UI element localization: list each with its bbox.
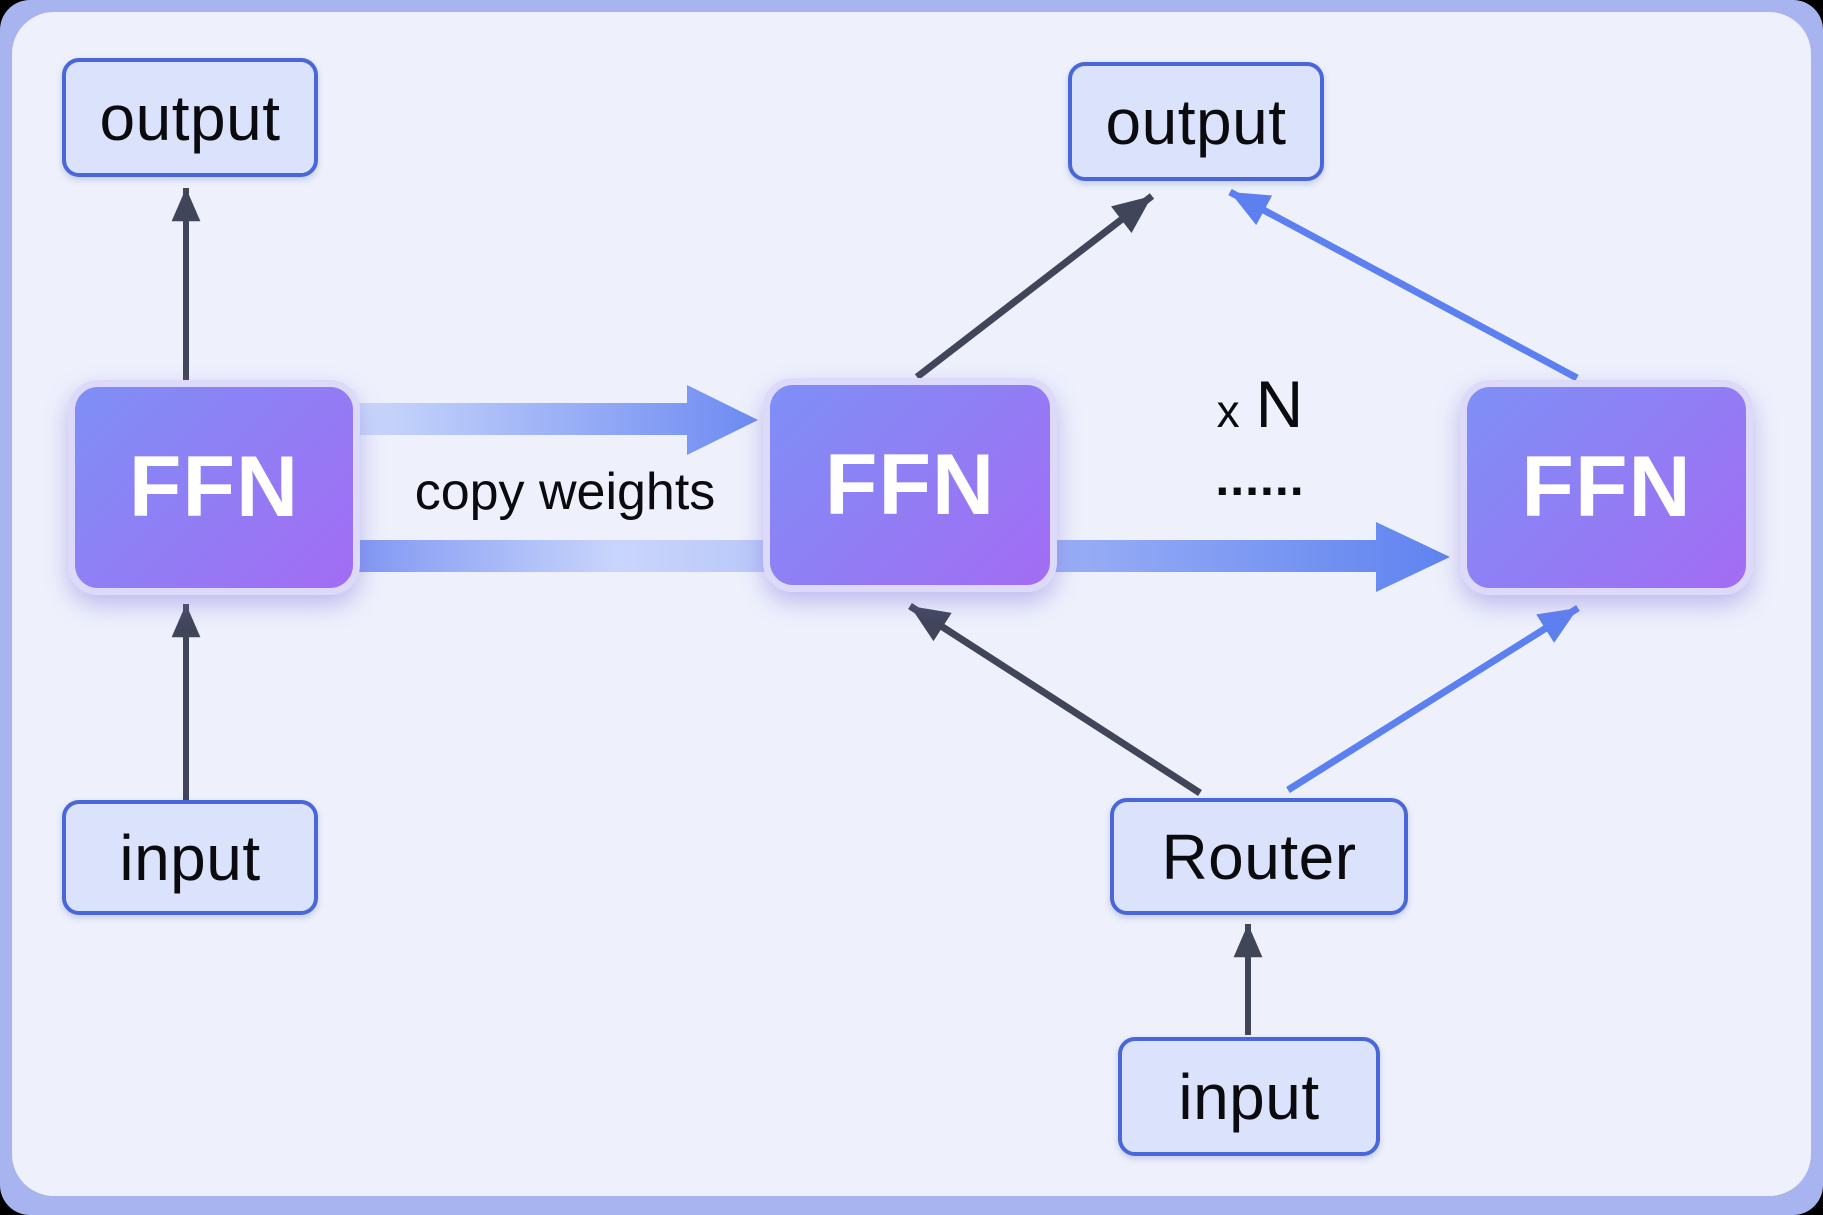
node-expert-ffn-last: FFN <box>1460 380 1753 595</box>
copy-weights-arrow-top <box>355 385 758 455</box>
node-expert-ffn-first: FFN <box>763 378 1057 592</box>
ellipsis-label: ...... <box>1215 450 1305 506</box>
arrow-router-to-ffn-mid <box>908 603 1202 796</box>
arrow-ffn-right-to-output <box>1228 188 1579 382</box>
multiplier-x: x <box>1216 385 1240 437</box>
node-dense-input: input <box>62 800 318 915</box>
node-moe-output: output <box>1068 62 1324 181</box>
node-moe-input: input <box>1118 1037 1380 1156</box>
multiplier-n: N <box>1255 367 1304 441</box>
arrow-router-to-ffn-right <box>1286 605 1580 793</box>
multiplier-label: x N <box>1160 366 1360 442</box>
node-router: Router <box>1110 798 1408 915</box>
node-dense-ffn: FFN <box>68 380 360 595</box>
arrow-ffn-mid-to-output <box>914 193 1155 380</box>
node-dense-output: output <box>62 58 318 177</box>
copy-weights-label: copy weights <box>414 463 716 521</box>
